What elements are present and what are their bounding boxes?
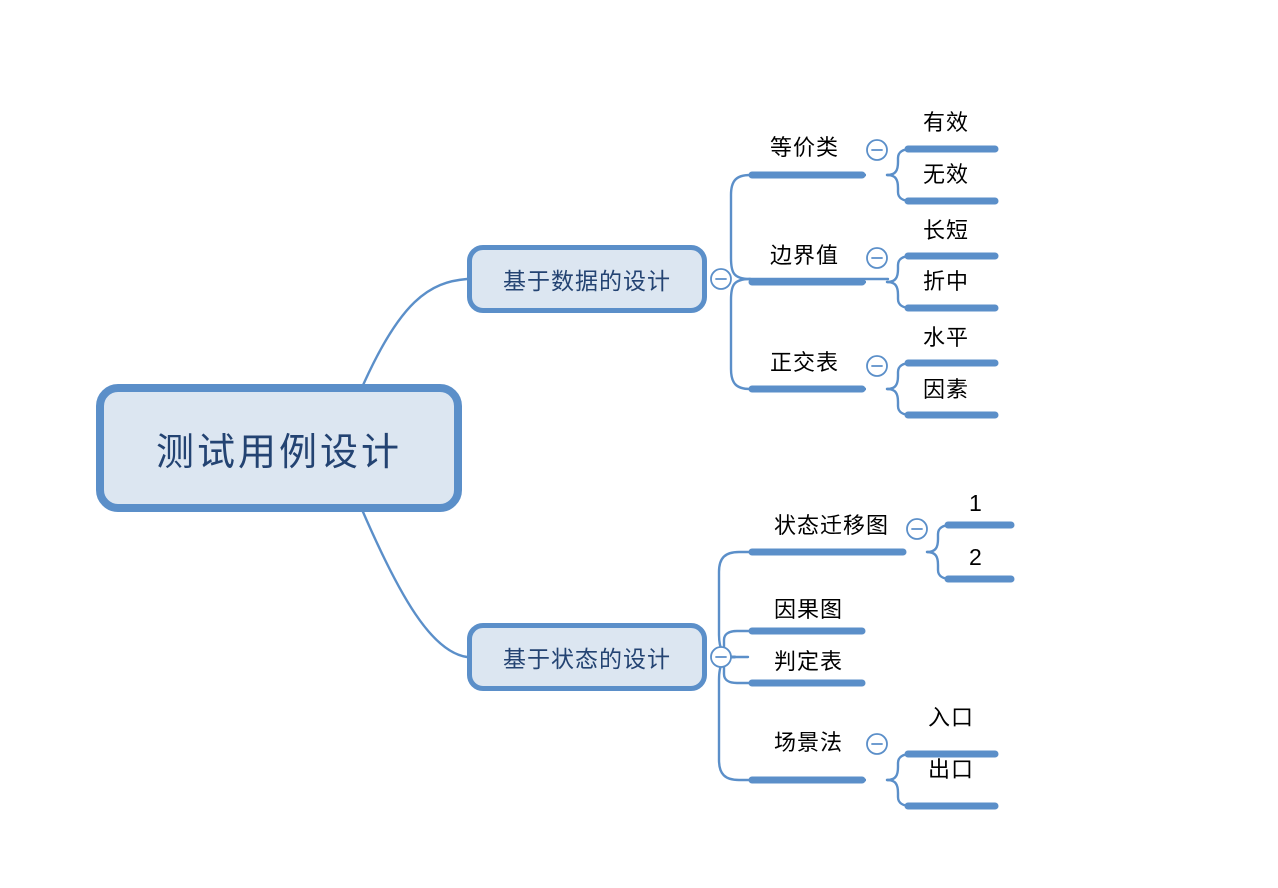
node-label-wuxiao[interactable]: 无效 — [923, 162, 970, 187]
node-label-state-2[interactable]: 2 — [969, 544, 983, 570]
toggle-changjingfa[interactable] — [866, 733, 888, 755]
node-label-chukou[interactable]: 出口 — [928, 757, 975, 782]
node-label-zhezhong[interactable]: 折中 — [923, 269, 970, 294]
node-label-yinguotu[interactable]: 因果图 — [774, 597, 844, 622]
branch-node-data-design[interactable]: 基于数据的设计 — [467, 245, 707, 313]
branch-node-label: 基于状态的设计 — [503, 646, 671, 672]
branch-2d-fork — [885, 752, 913, 808]
node-label-youxiao[interactable]: 有效 — [923, 110, 970, 135]
branch-1a-fork — [885, 147, 913, 203]
toggle-branch-1[interactable] — [710, 268, 732, 290]
node-label-pandingbiao[interactable]: 判定表 — [774, 649, 844, 674]
branch-2a-fork — [925, 523, 953, 581]
toggle-dengjialei[interactable] — [866, 139, 888, 161]
toggle-zhuangtaiqianyitu[interactable] — [906, 518, 928, 540]
node-label-state-1[interactable]: 1 — [969, 490, 983, 516]
node-label-shuiping[interactable]: 水平 — [923, 325, 970, 350]
root-node[interactable]: 测试用例设计 — [96, 384, 462, 512]
node-label-rukou[interactable]: 入口 — [928, 705, 975, 730]
toggle-branch-2[interactable] — [710, 646, 732, 668]
toggle-zhengjiaobiao[interactable] — [866, 355, 888, 377]
connector-root-to-branch-2 — [358, 503, 469, 659]
node-label-yinsu[interactable]: 因素 — [923, 377, 970, 402]
node-label-dengjialei[interactable]: 等价类 — [770, 135, 840, 160]
branch-node-label: 基于数据的设计 — [503, 268, 671, 294]
branch-1c-fork — [885, 361, 913, 417]
node-label-zhengjiaobiao[interactable]: 正交表 — [770, 350, 840, 375]
branch-node-state-design[interactable]: 基于状态的设计 — [467, 623, 707, 691]
branch-1b-fork — [885, 254, 913, 310]
connector-root-to-branch-1 — [358, 277, 469, 394]
node-label-zhuangtaiqianyitu[interactable]: 状态迁移图 — [774, 513, 890, 538]
toggle-bianjiezhi[interactable] — [866, 247, 888, 269]
node-label-changduan[interactable]: 长短 — [923, 218, 970, 243]
root-node-label: 测试用例设计 — [155, 431, 402, 474]
node-label-changjingfa[interactable]: 场景法 — [774, 730, 844, 755]
node-label-bianjiezhi[interactable]: 边界值 — [770, 243, 840, 268]
